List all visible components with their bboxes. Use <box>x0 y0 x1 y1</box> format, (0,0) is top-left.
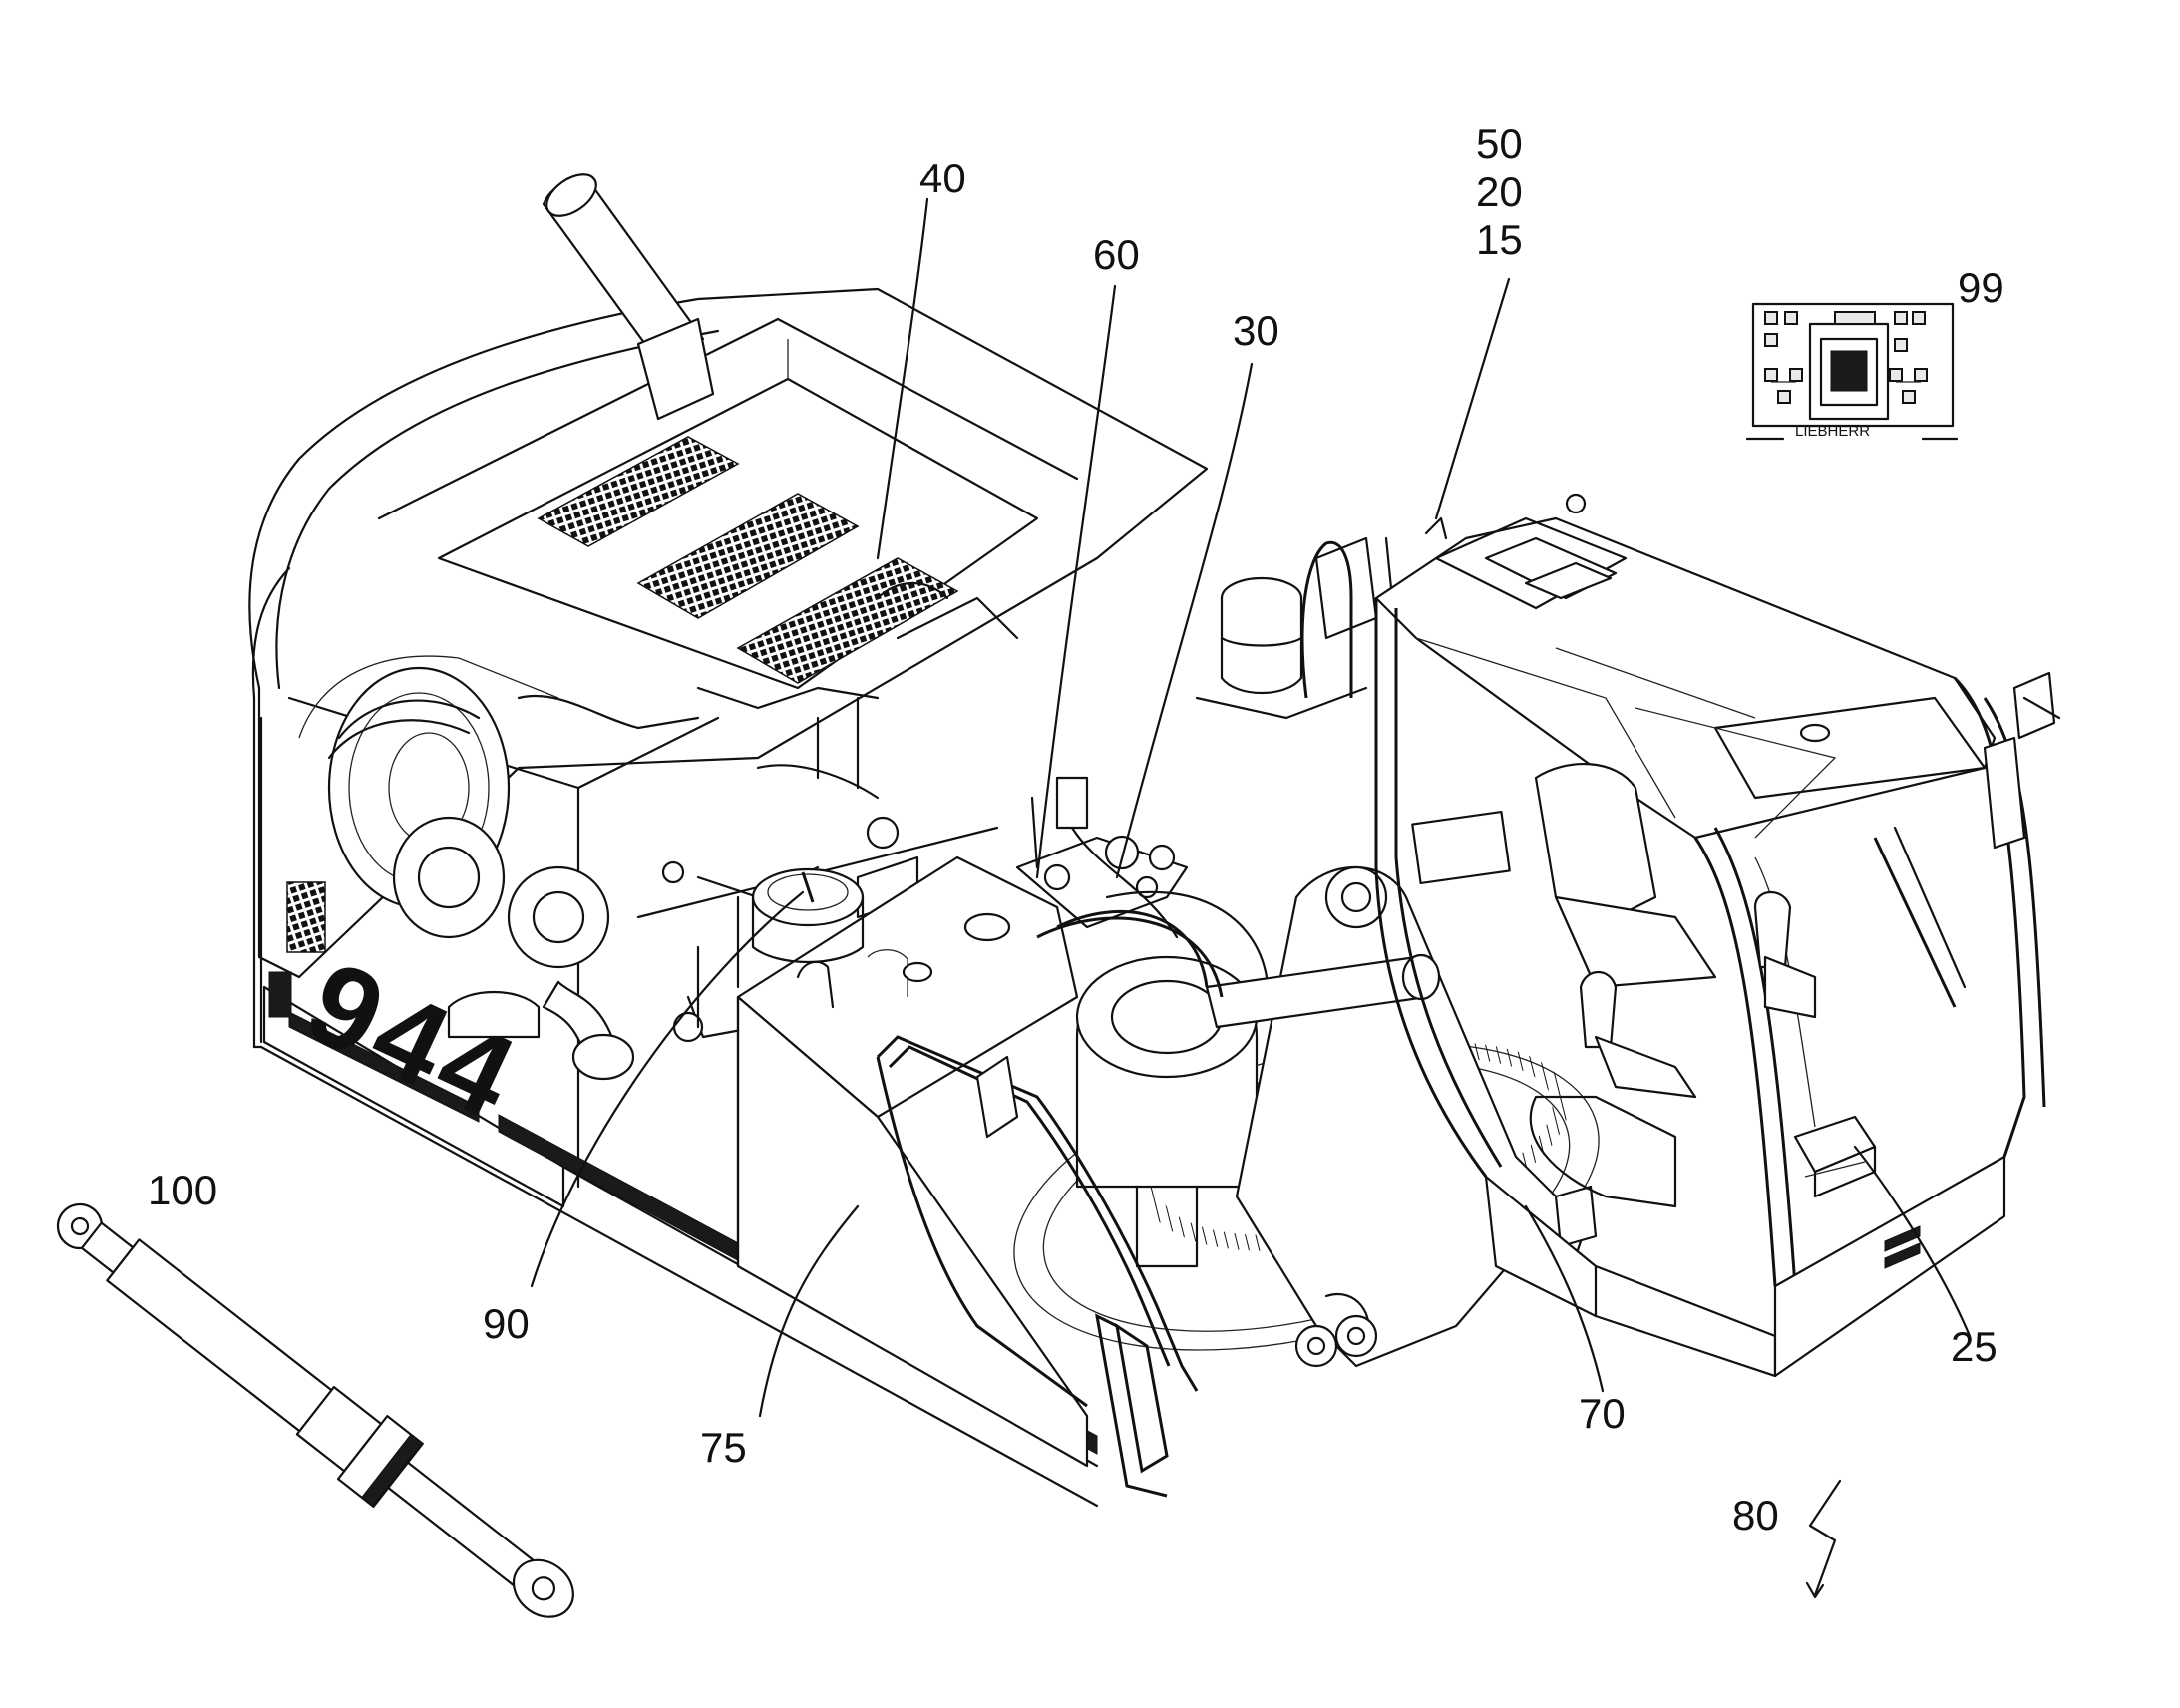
label-70: 70 <box>1579 1390 1626 1437</box>
boom-mount-frame <box>1205 865 1598 1368</box>
hydraulic-hoses <box>1036 890 1269 998</box>
operator-cab <box>1300 493 2061 1378</box>
vent-grille <box>286 881 326 953</box>
leader-lines <box>530 197 1972 1599</box>
reference-numerals: 100 40 60 30 50 20 15 99 90 75 70 25 80 <box>148 120 2004 1538</box>
hydraulic-cylinder <box>56 1202 574 1618</box>
service-railing <box>876 1035 1199 1498</box>
label-25: 25 <box>1951 1323 1998 1370</box>
label-80: 80 <box>1732 1492 1779 1538</box>
fuel-tank <box>736 855 1089 1468</box>
label-20: 20 <box>1476 169 1523 215</box>
exhaust-pipe <box>542 173 715 421</box>
cab-monitor-inset: LIEBHERR <box>1745 302 1959 441</box>
cab-monitor-logo: LIEBHERR <box>1795 423 1870 440</box>
engine-cover-panel <box>377 317 1079 690</box>
label-40: 40 <box>919 155 966 201</box>
label-100: 100 <box>148 1167 217 1213</box>
label-60: 60 <box>1093 231 1140 278</box>
label-90: 90 <box>483 1300 530 1347</box>
label-75: 75 <box>700 1424 747 1471</box>
engine-internals <box>327 581 1019 1081</box>
label-15: 15 <box>1476 216 1523 263</box>
label-50: 50 <box>1476 120 1523 167</box>
control-valve-block <box>1015 776 1189 939</box>
label-99: 99 <box>1958 264 2004 311</box>
label-30: 30 <box>1233 307 1279 354</box>
